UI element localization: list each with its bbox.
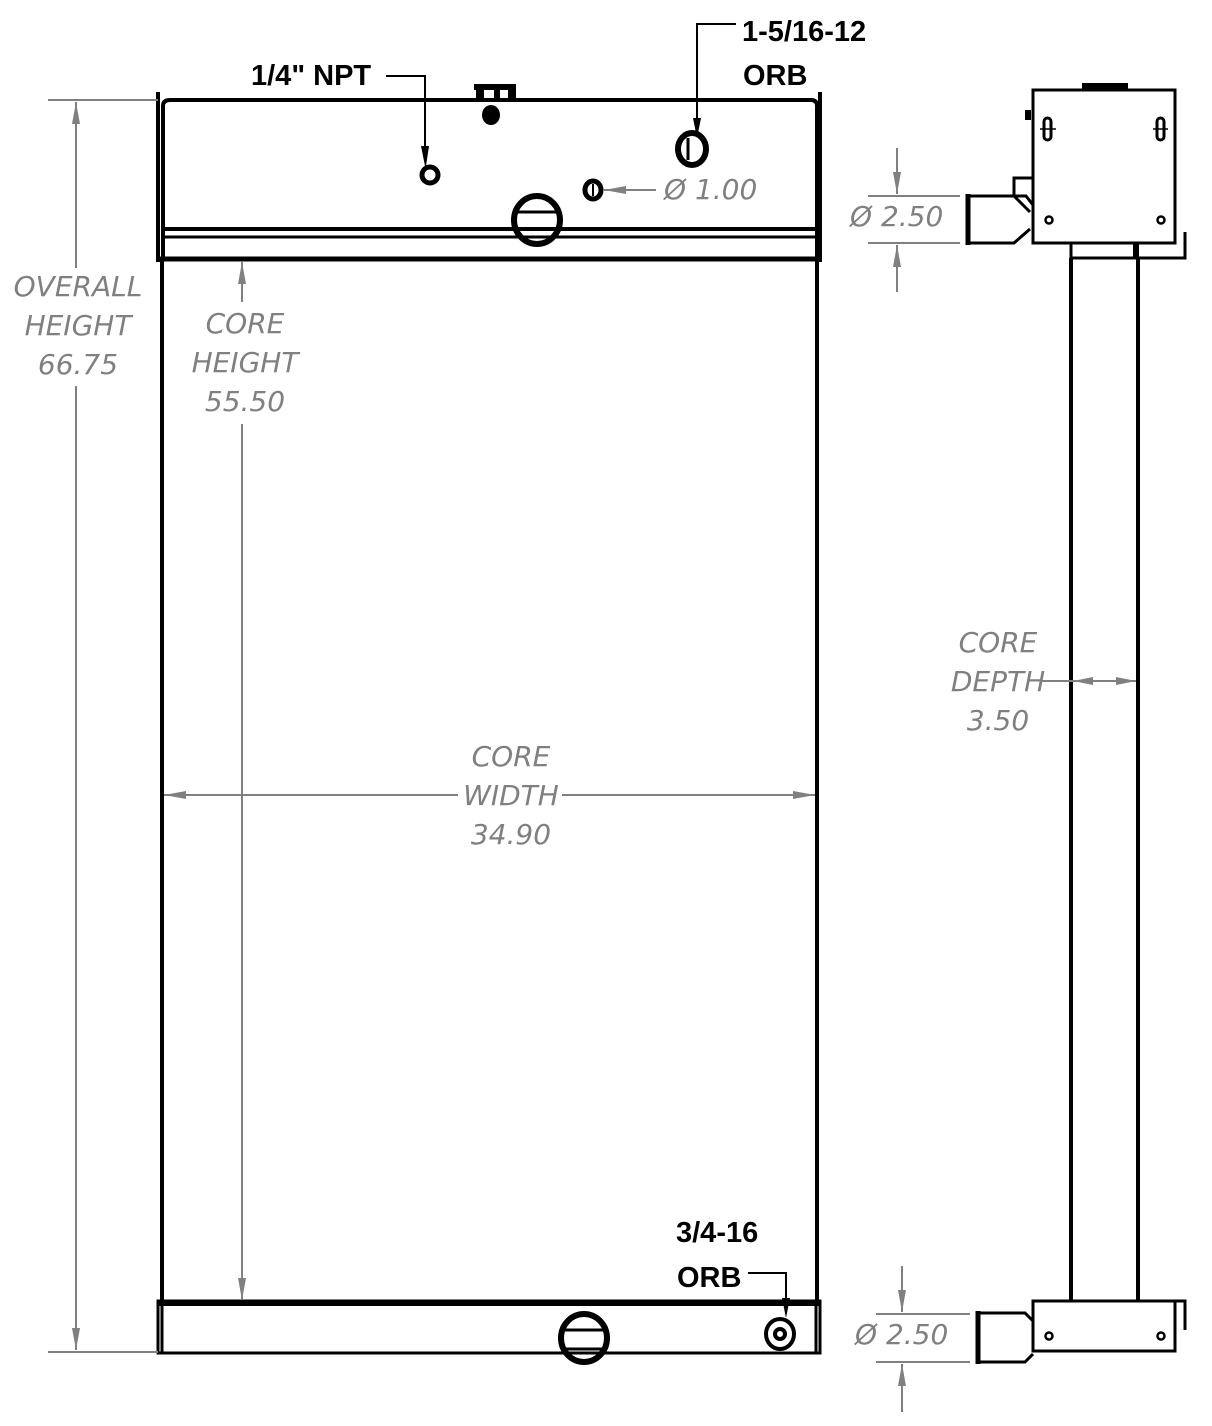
dim-side-inlet-diameter: Ø 2.50 — [850, 200, 944, 233]
dim-core-height-line2: HEIGHT — [191, 346, 299, 379]
dim-core-height: CORE HEIGHT 55.50 — [180, 304, 310, 421]
dim-overall-height-value: 66.75 — [37, 348, 119, 381]
dim-top-port-diameter: Ø 1.00 — [664, 173, 758, 206]
callout-bottom-port-line1: 3/4-16 — [676, 1217, 759, 1249]
dim-core-width-line1: CORE — [471, 740, 551, 773]
front-view-dimensions — [48, 99, 815, 1353]
dim-core-width-line2: WIDTH — [463, 779, 559, 812]
front-view-leaders — [386, 23, 790, 1318]
dim-overall-height-line2: HEIGHT — [24, 309, 132, 342]
dim-core-width-value: 34.90 — [470, 818, 552, 851]
callout-top-large-port-line2: ORB — [743, 60, 808, 92]
dim-core-height-value: 55.50 — [204, 385, 286, 418]
front-view — [156, 84, 822, 1365]
dim-core-depth-line1: CORE — [958, 626, 1038, 659]
dim-overall-height: OVERALL HEIGHT 66.75 — [0, 267, 156, 384]
callout-top-large-port-line1: 1-5/16-12 — [742, 16, 867, 48]
dim-overall-height-line1: OVERALL — [13, 270, 143, 303]
dim-core-width: CORE WIDTH 34.90 — [450, 737, 572, 854]
dim-core-depth-value: 3.50 — [966, 704, 1030, 737]
dim-core-height-line1: CORE — [205, 307, 285, 340]
dim-core-depth-line2: DEPTH — [950, 665, 1046, 698]
dim-core-depth: CORE DEPTH 3.50 — [940, 623, 1056, 740]
callout-bottom-port-line2: ORB — [677, 1262, 742, 1294]
side-view-dimensions — [868, 148, 1136, 1412]
dim-side-outlet-diameter: Ø 2.50 — [855, 1318, 949, 1351]
side-view — [965, 83, 1187, 1364]
callout-top-small-port: 1/4" NPT — [251, 60, 372, 92]
